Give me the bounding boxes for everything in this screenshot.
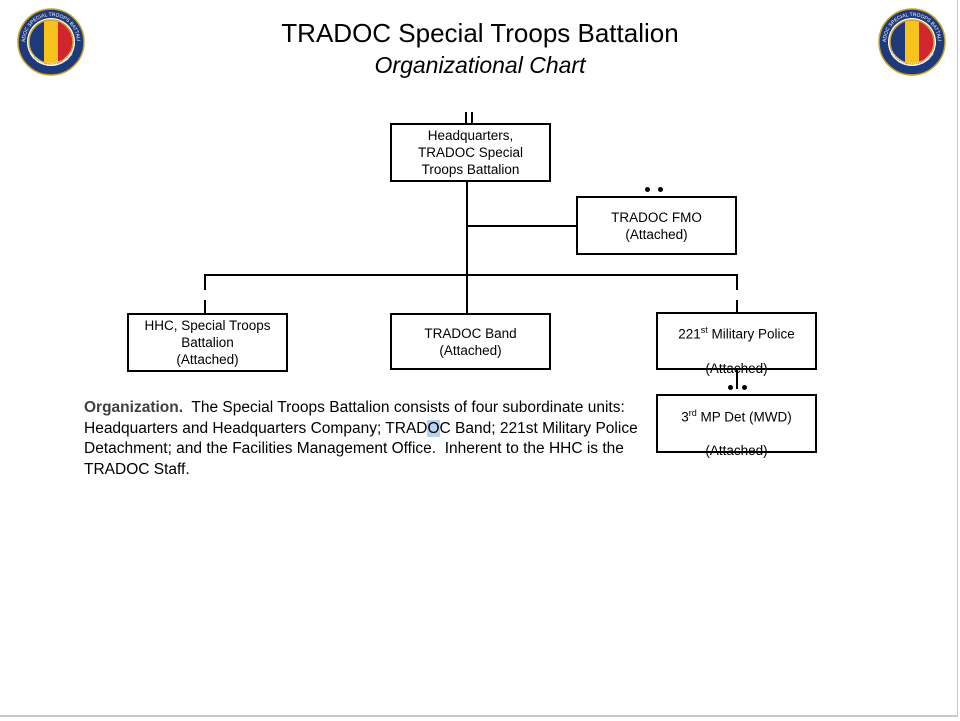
organization-lead: Organization. (84, 399, 184, 416)
det-number: 3 (681, 409, 689, 425)
band-label: TRADOC Band (Attached) (424, 325, 517, 358)
hq-designator-mark-right (471, 112, 473, 123)
hq-designator-mark-left (465, 112, 467, 123)
hhc-label: HHC, Special Troops Battalion (Attached) (144, 318, 271, 367)
mp-label: 221st Military Police (Attached) (678, 305, 795, 377)
det-name: MP Det (MWD) (696, 409, 792, 425)
organization-paragraph: Organization. The Special Troops Battali… (84, 398, 650, 480)
page-subtitle: Organizational Chart (374, 52, 586, 78)
fmo-branch-line (466, 225, 577, 227)
mp-drop-line-bottom (736, 300, 738, 312)
hhc-drop-line-top (204, 274, 206, 290)
mp-box: 221st Military Police (Attached) (656, 312, 817, 376)
organization-text-b: C Band; 221st Military Police Detachment… (84, 419, 642, 478)
mp-number: 221 (678, 326, 701, 342)
hhc-box: HHC, Special Troops Battalion (Attached) (127, 313, 288, 372)
main-horizontal-line (204, 274, 738, 276)
fmo-label: TRADOC FMO (Attached) (611, 209, 702, 242)
fmo-size-dot-1 (645, 187, 650, 192)
page-title: TRADOC Special Troops Battalion (281, 18, 679, 48)
mp-name: Military Police (707, 326, 795, 342)
det-ordinal: rd (688, 407, 697, 418)
hq-label: Headquarters, TRADOC Special Troops Batt… (417, 128, 524, 177)
trunk-line (466, 182, 468, 310)
tradoc-logo-right: TRADOC SPECIAL TROOPS BATTALION VICTORY … (878, 8, 946, 76)
det-connector-line (736, 370, 738, 389)
fmo-size-dot-2 (658, 187, 663, 192)
det-attached: (Attached) (705, 443, 768, 459)
organization-text-a: The Special Troops Battalion consists of… (84, 399, 630, 437)
det-label: 3rd MP Det (MWD) (Attached) (681, 388, 792, 460)
hhc-drop-line-bottom (204, 300, 206, 313)
mp-attached: (Attached) (705, 360, 768, 376)
det-box: 3rd MP Det (MWD) (Attached) (656, 394, 817, 458)
band-box: TRADOC Band (Attached) (390, 313, 551, 370)
mp-ordinal: st (700, 325, 708, 336)
band-drop-line-bottom (466, 298, 468, 313)
mp-drop-line-top (736, 274, 738, 290)
det-size-dot-1 (728, 385, 733, 390)
hq-box: Headquarters, TRADOC Special Troops Batt… (390, 123, 551, 182)
tradoc-logo-left: TRADOC SPECIAL TROOPS BATTALION VICTORY … (17, 8, 85, 76)
det-size-dot-2 (742, 385, 747, 390)
text-selection-highlight: O (427, 419, 440, 437)
fmo-box: TRADOC FMO (Attached) (576, 196, 737, 255)
